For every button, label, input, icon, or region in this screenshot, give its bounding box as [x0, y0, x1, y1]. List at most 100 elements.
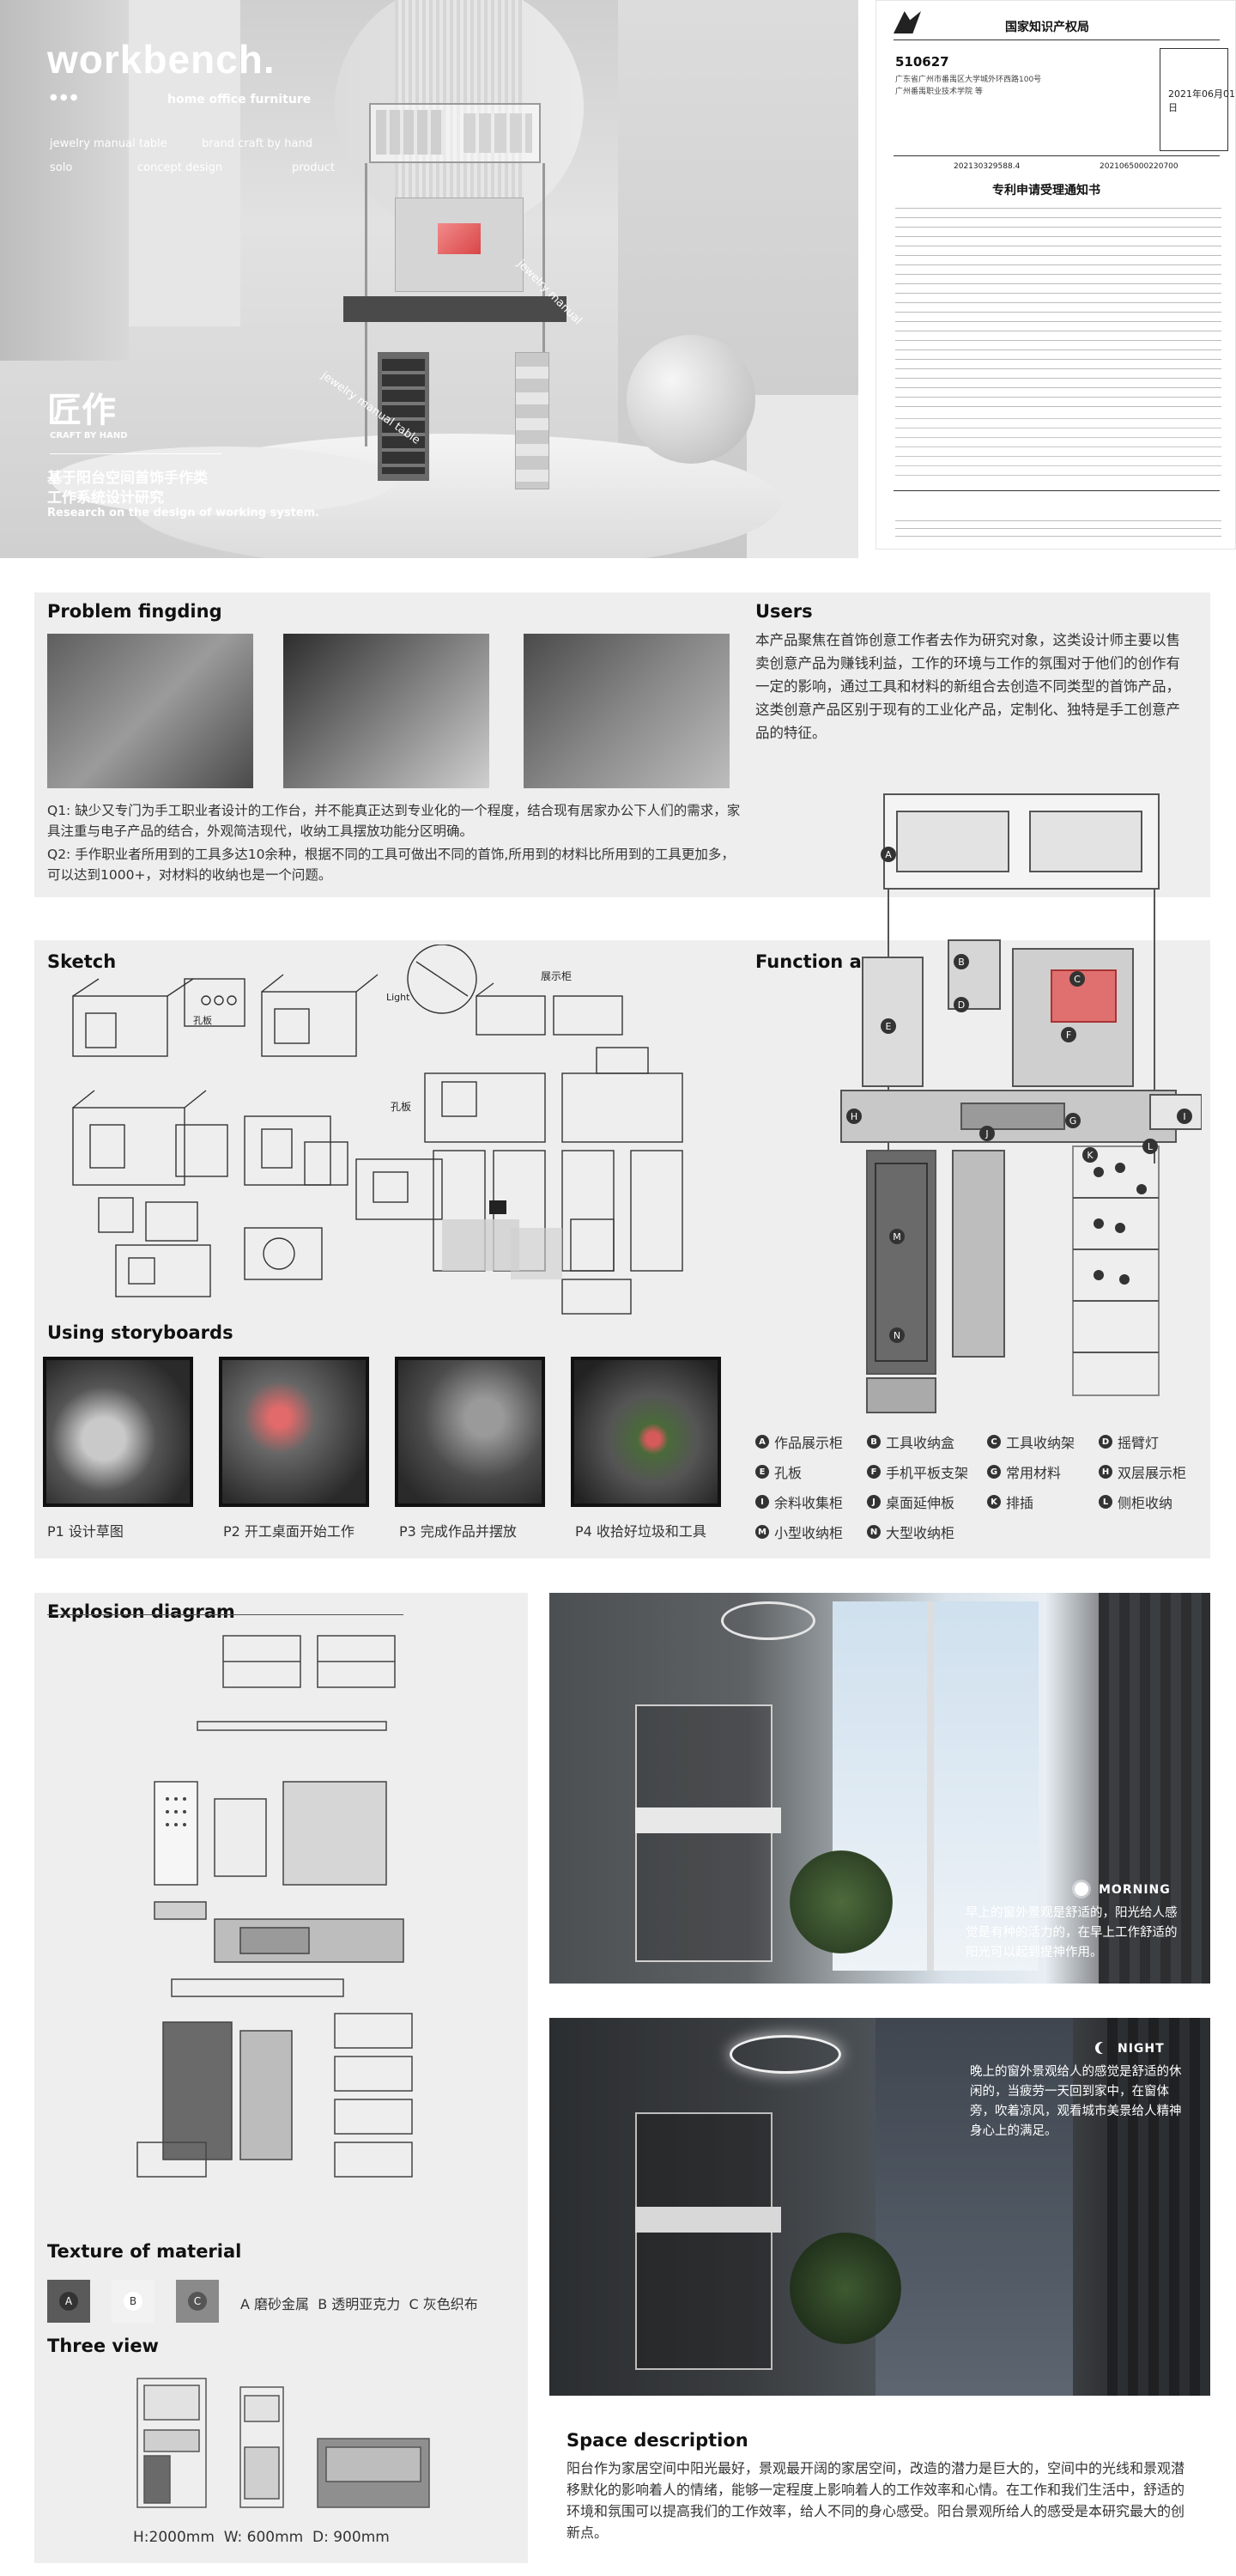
- space-text: 阳台作为家居空间中阳光最好，景观最开阔的家居空间，改造的潜力是巨大的，空间中的光…: [566, 2460, 1185, 2541]
- legend-b-marker: B: [867, 1435, 881, 1449]
- storyboard-p4: [571, 1357, 721, 1507]
- patent-line-2: [894, 155, 1220, 156]
- material-marker-c: C: [188, 2292, 207, 2311]
- storyboards-title: Using storyboards: [47, 1322, 233, 1343]
- material-swatch-c: C: [176, 2280, 219, 2323]
- hero-divider: [50, 453, 221, 454]
- material-swatch-a: A: [47, 2280, 90, 2323]
- problem-q1: Q1: 缺少又专门为手工职业者设计的工作台，并不能真正达到专业化的一个程度，结合…: [47, 803, 741, 839]
- hero-nav-1: jewelry manual table: [50, 137, 167, 150]
- patent-date: 2021年06月01日: [1168, 88, 1235, 113]
- research-title-cn-2: 工作系统设计研究: [47, 489, 164, 507]
- hero-nav2-1: solo: [50, 161, 73, 174]
- material-marker-a: A: [59, 2292, 78, 2311]
- sketch-label-2: 展示柜: [541, 970, 573, 982]
- problem-photo-2: [283, 634, 489, 788]
- legend-m-label: 小型收纳柜: [774, 1525, 844, 1541]
- brand-logo: workbench.: [47, 37, 276, 82]
- research-title-cn-1: 基于阳台空间首饰手作类: [47, 470, 208, 487]
- storyboard-caption-1: P1 设计草图: [47, 1523, 124, 1540]
- night-render: NIGHT 晚上的窗外景观给人的感觉是舒适的休闲的，当疲劳一天回到家中，在窗体旁…: [549, 2018, 1210, 2396]
- legend-n: N 大型收纳柜: [867, 1522, 954, 1542]
- explosion-drawing: [129, 1627, 446, 2228]
- svg-text:L: L: [1148, 1141, 1154, 1152]
- legend-j-marker: J: [867, 1495, 881, 1509]
- users-text: 本产品聚焦在首饰创意工作者去作为研究对象，这类设计师主要以售卖创意产品为赚钱利益…: [755, 632, 1180, 741]
- sketch-title: Sketch: [47, 951, 117, 972]
- explosion-title-underline: [47, 1614, 403, 1615]
- three-view-drawing: [129, 2370, 455, 2520]
- storyboard-caption-3: P3 完成作品并摆放: [399, 1523, 517, 1540]
- patent-footer-block: [895, 516, 1221, 542]
- legend-f-label: 手机平板支架: [886, 1465, 969, 1481]
- svg-text:E: E: [886, 1021, 892, 1032]
- legend-b-label: 工具收纳盒: [886, 1435, 955, 1451]
- three-view-title: Three view: [47, 2336, 159, 2356]
- hero-nav-2: brand craft by hand: [202, 137, 312, 150]
- patent-code: 510627: [895, 54, 949, 70]
- svg-text:I: I: [1183, 1111, 1185, 1122]
- svg-text:K: K: [1087, 1150, 1094, 1161]
- svg-text:J: J: [985, 1128, 988, 1139]
- svg-text:N: N: [894, 1330, 900, 1341]
- legend-h-marker: H: [1099, 1465, 1112, 1479]
- hero-block-right: [747, 395, 858, 558]
- problem-photo-3: [524, 634, 730, 788]
- hero-wall-mid: [129, 0, 240, 326]
- patent-line-3: [894, 490, 1220, 491]
- hero-sphere: [627, 335, 755, 464]
- legend-n-label: 大型收纳柜: [886, 1525, 955, 1541]
- legend-e-label: 孔板: [774, 1465, 803, 1481]
- hero-wall-left: [0, 0, 129, 361]
- craft-title-en: CRAFT BY HAND: [50, 431, 128, 440]
- night-window: [876, 2018, 1073, 2396]
- patent-addr-1: 广东省广州市番禺区大学城外环西路100号: [895, 76, 1042, 84]
- legend-i-label: 余料收集柜: [774, 1495, 844, 1511]
- explosion-title: Explosion diagram: [47, 1601, 235, 1622]
- storyboard-p3: [395, 1357, 545, 1507]
- legend-h-label: 双层展示柜: [1118, 1465, 1187, 1481]
- legend-n-marker: N: [867, 1525, 881, 1539]
- sun-icon: [1075, 1882, 1088, 1896]
- hero-nav-3: product: [292, 161, 336, 174]
- patent-date-box: [1160, 48, 1228, 151]
- storyboard-caption-2: P2 开工桌面开始工作: [223, 1523, 354, 1540]
- hero-step: [52, 447, 395, 515]
- sketch-drawing: [47, 944, 742, 1322]
- night-lamp: [730, 2035, 841, 2074]
- sketch-label-3: Light: [386, 992, 410, 1003]
- three-view-dims: H:2000mm W: 600mm D: 900mm: [133, 2529, 390, 2546]
- patent-authority: 国家知识产权局: [1005, 21, 1089, 34]
- problem-title: Problem fingding: [47, 601, 222, 622]
- night-plant: [790, 2233, 901, 2344]
- patent-app-no: 202130329588.4: [954, 162, 1021, 171]
- night-label: NIGHT: [1118, 2042, 1165, 2056]
- patent-title: 专利申请受理通知书: [992, 184, 1100, 197]
- problem-q2: Q2: 手作职业者所用到的工具多达10余种，根据不同的工具可做出不同的首饰,所用…: [47, 847, 735, 883]
- legend-a-label: 作品展示柜: [774, 1435, 844, 1451]
- legend-m: M 小型收纳柜: [755, 1522, 843, 1542]
- svg-text:A: A: [885, 849, 892, 860]
- legend-m-marker: M: [755, 1525, 769, 1539]
- legend-j: J 桌面延伸板: [867, 1492, 954, 1512]
- material-title: Texture of material: [47, 2241, 242, 2262]
- storyboard-p2: [219, 1357, 369, 1507]
- night-workbench: [635, 2112, 772, 2370]
- legend-g-marker: G: [987, 1465, 1001, 1479]
- legend-d-label: 摇臂灯: [1118, 1435, 1160, 1451]
- legend-d-marker: D: [1099, 1435, 1112, 1449]
- legend-j-label: 桌面延伸板: [886, 1495, 955, 1511]
- users-title: Users: [755, 601, 813, 622]
- patent-stamp-line: [894, 39, 1220, 40]
- legend-h: H 双层展示柜: [1099, 1461, 1186, 1482]
- material-legend: A 磨砂金属 B 透明亚克力 C 灰色织布: [240, 2296, 478, 2312]
- morning-workbench: [635, 1704, 772, 1962]
- patent-document: 国家知识产权局 510627 广东省广州市番禺区大学城外环西路100号 广州番禺…: [876, 0, 1236, 550]
- morning-window-frame: [927, 1601, 934, 1971]
- morning-lamp: [721, 1601, 815, 1640]
